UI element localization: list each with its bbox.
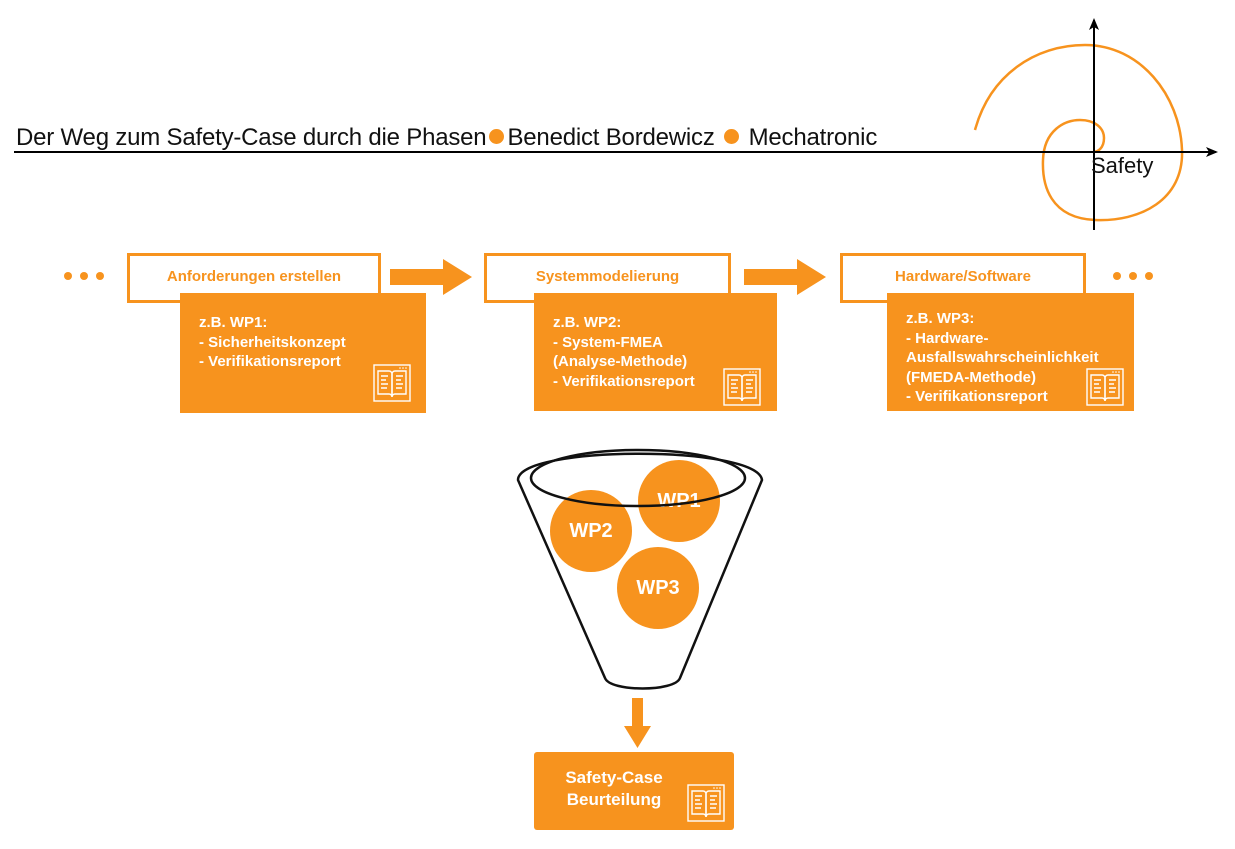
wp-line: (FMEDA-Methode) (906, 368, 1036, 386)
logo-label: Safety (1091, 153, 1154, 178)
wp-line: - Verifikationsreport (553, 372, 695, 390)
title-topic: Der Weg zum Safety-Case durch die Phasen (16, 124, 487, 151)
arrow-down-icon (624, 698, 651, 748)
wp-line: - Verifikationsreport (906, 388, 1048, 405)
wp-line: - System-FMEA (553, 333, 664, 351)
phase-title: Anforderungen erstellen (166, 268, 342, 285)
wp-line: - Sicherheitskonzept (199, 333, 346, 351)
wp-line: - Verifikationsreport (199, 353, 341, 370)
result-line: Beurteilung (566, 790, 662, 809)
title-company: Mechatronic (748, 124, 878, 151)
ellipsis-right-icon (1113, 272, 1153, 280)
safety-case-assessment-box: Safety-Case Beurteilung (534, 752, 734, 830)
work-product-wp1: z.B. WP1: - Sicherheitskonzept - Verifik… (180, 293, 426, 413)
header-title: Der Weg zum Safety-Case durch die Phasen… (16, 124, 877, 152)
arrow-right-icon (744, 259, 826, 295)
book-icon (1086, 368, 1124, 406)
wp-line: Ausfallswahrscheinlichkeit (906, 349, 1099, 366)
separator-dot-icon (489, 129, 505, 144)
ellipsis-left-icon (64, 272, 104, 280)
funnel-item-wp3: WP3 (617, 547, 699, 629)
wp-line: z.B. WP3: (906, 310, 975, 327)
arrow-right-icon (390, 259, 472, 295)
phase-title: Hardware/Software (895, 268, 1031, 285)
separator-dot-icon (724, 129, 740, 144)
wp-line: z.B. WP1: (199, 314, 268, 331)
wp-line: - Hardware- (906, 329, 989, 347)
header-underline (14, 151, 1214, 153)
result-line: Safety-Case (565, 768, 663, 787)
book-icon (373, 364, 411, 402)
phase-title: Systemmodelierung (535, 268, 680, 285)
spiral-curve (973, 43, 1184, 222)
work-product-wp3: z.B. WP3: - Hardware- Ausfallswahrschein… (887, 293, 1134, 411)
title-author: Benedict Bordewicz (507, 124, 715, 151)
spiral-axes-icon (973, 18, 1218, 230)
funnel-item-wp2: WP2 (550, 490, 632, 572)
wp-line: (Analyse-Methode) (553, 353, 688, 370)
book-icon (687, 784, 725, 822)
book-icon (723, 368, 761, 406)
funnel-item-wp1: WP1 (638, 460, 720, 542)
wp-line: z.B. WP2: (553, 314, 622, 331)
